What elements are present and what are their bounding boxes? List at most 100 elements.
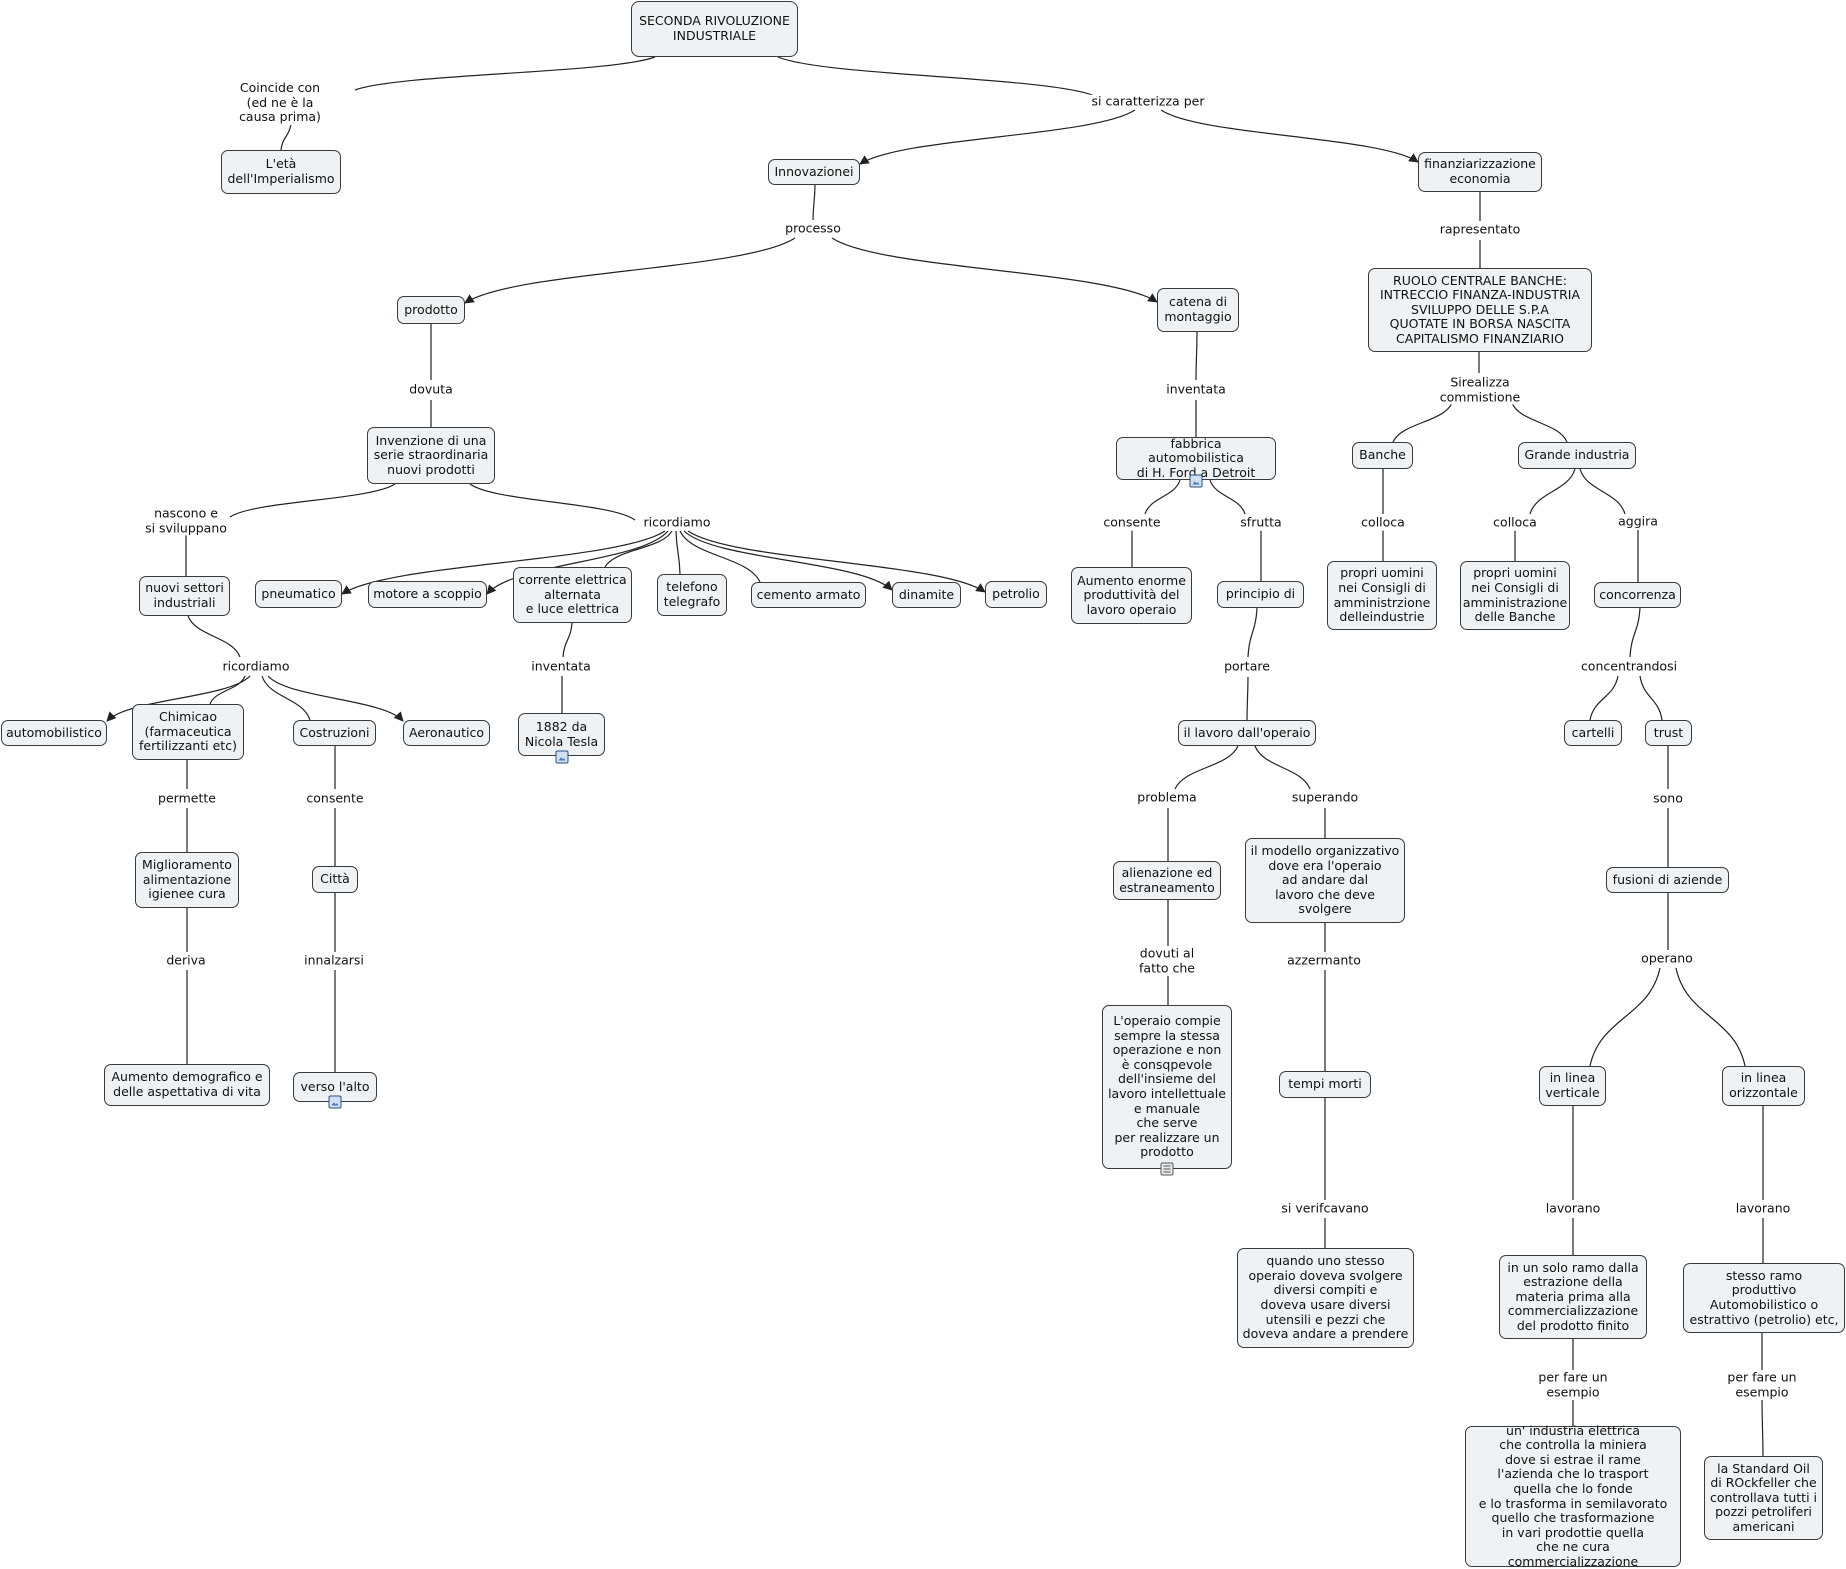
line-connector — [1675, 967, 1746, 1067]
link-label-operano: operano — [1639, 950, 1695, 967]
node-propri-uomini-banche[interactable]: propri uomini nei Consigli di amministra… — [1460, 561, 1570, 630]
image-icon[interactable] — [555, 750, 569, 764]
link-label-rapresentato: rapresentato — [1437, 221, 1523, 238]
node-modello-organizzativo[interactable]: il modello organizzativo dove era l'oper… — [1245, 838, 1405, 923]
node-linea-verticale[interactable]: in linea verticale — [1539, 1066, 1606, 1106]
node-nuovi-settori[interactable]: nuovi settori industriali — [139, 576, 230, 616]
node-prodotto[interactable]: prodotto — [397, 296, 465, 324]
node-innovazionei[interactable]: Innovazionei — [768, 159, 860, 185]
link-label-caratterizza: si caratterizza per — [1089, 93, 1207, 110]
link-label-permette: permette — [156, 790, 218, 807]
line-connector — [1247, 607, 1258, 658]
node-lavoro-operaio[interactable]: il lavoro dall'operaio — [1178, 720, 1316, 746]
line-connector — [1579, 468, 1626, 515]
node-citta[interactable]: Città — [312, 866, 358, 893]
node-corrente-elettrica[interactable]: corrente elettrica alternata e luce elet… — [513, 567, 632, 623]
node-fabbrica-ford[interactable]: fabbrica automobilistica di H. Ford a De… — [1116, 436, 1276, 480]
node-fusioni[interactable]: fusioni di aziende — [1606, 867, 1729, 893]
line-connector — [1254, 745, 1311, 790]
node-petrolio[interactable]: petrolio — [985, 581, 1047, 608]
node-ruolo-banche[interactable]: RUOLO CENTRALE BANCHE: INTRECCIO FINANZA… — [1368, 268, 1592, 352]
node-banche[interactable]: Banche — [1352, 442, 1413, 469]
arrow-connector — [267, 675, 404, 722]
node-aeronautico[interactable]: Aeronautico — [403, 720, 490, 746]
link-label-coincide: Coincide con (ed ne è la causa prima) — [237, 80, 323, 125]
node-quando-stesso-operaio[interactable]: quando uno stesso operaio doveva svolger… — [1237, 1248, 1414, 1348]
line-connector — [469, 483, 636, 521]
arrow-connector — [464, 237, 796, 304]
link-label-concentrandosi: concentrandosi — [1578, 658, 1680, 675]
node-automobilistico[interactable]: automobilistico — [1, 720, 107, 746]
node-finanziarizzazione[interactable]: finanziarizzazione economia — [1418, 152, 1542, 192]
link-label-dovuta: dovuta — [407, 381, 455, 398]
node-tempi-morti[interactable]: tempi morti — [1279, 1071, 1371, 1098]
arrow-connector — [859, 109, 1136, 165]
line-connector — [187, 615, 241, 658]
node-cemento-armato[interactable]: cemento armato — [751, 582, 866, 608]
link-label-esempio: per fare un esempio — [1725, 1369, 1799, 1400]
node-principio-di[interactable]: principio di — [1217, 581, 1304, 608]
line-connector — [675, 530, 681, 575]
link-label-aggira: aggira — [1616, 513, 1660, 530]
node-telefono-telegrafo[interactable]: telefono telegrafo — [657, 574, 727, 616]
link-label-sfrutta: sfrutta — [1238, 514, 1284, 531]
line-connector — [209, 675, 246, 705]
arrow-connector — [687, 530, 986, 593]
link-label-processo: processo — [783, 220, 843, 237]
line-connector — [1529, 468, 1576, 515]
line-connector — [261, 675, 311, 721]
node-grande-industria[interactable]: Grande industria — [1518, 442, 1636, 469]
node-linea-orizzontale[interactable]: in linea orizzontale — [1722, 1066, 1805, 1106]
node-chimicao[interactable]: Chimicao (farmaceutica fertilizzanti etc… — [132, 704, 244, 760]
node-stesso-ramo[interactable]: stesso ramo produttivo Automobilistico o… — [1683, 1263, 1845, 1333]
link-label-portare: portare — [1222, 658, 1272, 675]
node-standard-oil[interactable]: la Standard Oil di ROckfeller che contro… — [1704, 1456, 1823, 1540]
line-connector — [354, 56, 656, 91]
node-propri-uomini-industrie[interactable]: propri uomini nei Consigli di amministrz… — [1327, 561, 1437, 630]
line-connector — [679, 530, 761, 583]
line-connector — [1639, 675, 1663, 721]
image-icon[interactable] — [328, 1095, 342, 1109]
link-label-ricordiamo: ricordiamo — [641, 514, 713, 531]
link-label-consente: consente — [1101, 514, 1163, 531]
node-motore-a-scoppio[interactable]: motore a scoppio — [368, 581, 487, 608]
line-connector — [280, 122, 292, 151]
line-connector — [1174, 745, 1239, 790]
line-connector — [1589, 967, 1661, 1067]
node-industria-elettrica[interactable]: un' industria elettrica che controlla la… — [1465, 1423, 1681, 1569]
node-aumento-demografico[interactable]: Aumento demografico e delle aspettativa … — [104, 1064, 270, 1106]
line-connector — [1629, 607, 1641, 658]
link-label-colloca: colloca — [1359, 514, 1407, 531]
line-connector — [604, 530, 673, 568]
line-connector — [1246, 676, 1249, 721]
node-operaio-compie[interactable]: L'operaio compie sempre la stessa operaz… — [1102, 1005, 1232, 1169]
node-alienazione[interactable]: alienazione ed estraneamento — [1113, 861, 1221, 900]
line-connector — [1761, 1399, 1764, 1457]
image-icon[interactable] — [1189, 474, 1203, 488]
node-trust[interactable]: trust — [1645, 720, 1692, 746]
node-root[interactable]: SECONDA RIVOLUZIONE INDUSTRIALE — [631, 1, 798, 57]
link-label-esempio: per fare un esempio — [1536, 1369, 1610, 1400]
node-cartelli[interactable]: cartelli — [1564, 720, 1622, 746]
link-label-sirealizza: Sirealizza commistione — [1437, 374, 1523, 405]
node-imperialismo[interactable]: L'età dell'Imperialismo — [221, 150, 341, 194]
node-solo-ramo[interactable]: in un solo ramo dalla estrazione della m… — [1499, 1255, 1647, 1339]
link-label-deriva: deriva — [164, 952, 208, 969]
node-dinamite[interactable]: dinamite — [892, 582, 961, 608]
link-label-si-verifcavano: si verifcavano — [1279, 1200, 1371, 1217]
node-costruzioni[interactable]: Costruzioni — [293, 720, 376, 746]
node-concorrenza[interactable]: concorrenza — [1594, 582, 1681, 608]
node-aumento-produttivita[interactable]: Aumento enorme produttività del lavoro o… — [1071, 567, 1192, 624]
arrow-connector — [683, 530, 893, 591]
node-catena-di-montaggio[interactable]: catena di montaggio — [1157, 288, 1239, 332]
node-invenzione[interactable]: Invenzione di una serie straordinaria nu… — [367, 427, 495, 484]
node-miglioramento[interactable]: Miglioramento alimentazione igienee cura — [135, 852, 239, 908]
link-label-dovuti: dovuti al fatto che — [1137, 945, 1197, 976]
document-icon[interactable] — [1160, 1162, 1174, 1176]
node-pneumatico[interactable]: pneumatico — [255, 580, 342, 608]
node-tesla[interactable]: 1882 da Nicola Tesla — [518, 713, 605, 756]
line-connector — [1195, 331, 1198, 381]
link-label-consente: consente — [304, 790, 366, 807]
